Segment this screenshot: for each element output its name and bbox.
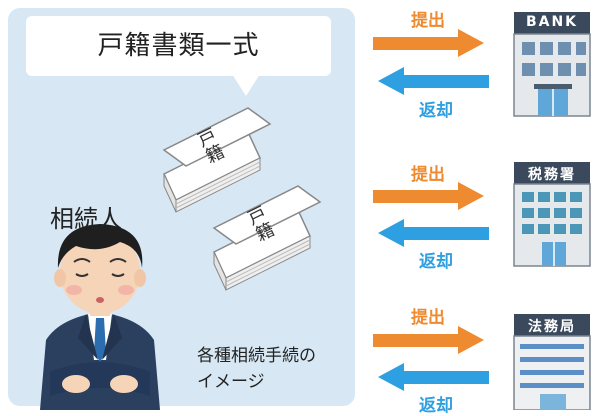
tax-office-sign-label: 税務署 [528, 167, 576, 183]
speech-bubble [26, 16, 331, 76]
heir-person-figure [40, 224, 160, 410]
submit-label-2: 提出 [411, 165, 445, 185]
caption: 各種相続手続の イメージ [197, 343, 316, 395]
legal-affairs-bureau-building-icon [513, 314, 591, 410]
document-stack-2 [212, 185, 322, 291]
caption-line-1: 各種相続手続の [197, 346, 316, 366]
bank-building-icon [513, 12, 591, 117]
flow-row-2-arrows [373, 182, 489, 247]
caption-line-2: イメージ [197, 372, 265, 392]
tax-office-building-icon [513, 162, 591, 267]
return-label-1: 返却 [419, 101, 453, 121]
return-label-2: 返却 [419, 252, 453, 272]
legal-bureau-sign-label: 法務局 [528, 319, 576, 335]
flow-row-1-arrows [373, 29, 489, 95]
bank-sign-label: BANK [525, 14, 579, 30]
speech-bubble-tail [232, 74, 260, 96]
speech-bubble-text: 戸籍書類一式 [97, 31, 260, 61]
submit-label-1: 提出 [411, 11, 445, 31]
heir-label: 相続人 [50, 205, 122, 233]
flow-row-3-arrows [373, 326, 489, 391]
return-label-3: 返却 [419, 396, 453, 416]
document-stack-1 [162, 107, 272, 213]
submit-label-3: 提出 [411, 308, 445, 328]
